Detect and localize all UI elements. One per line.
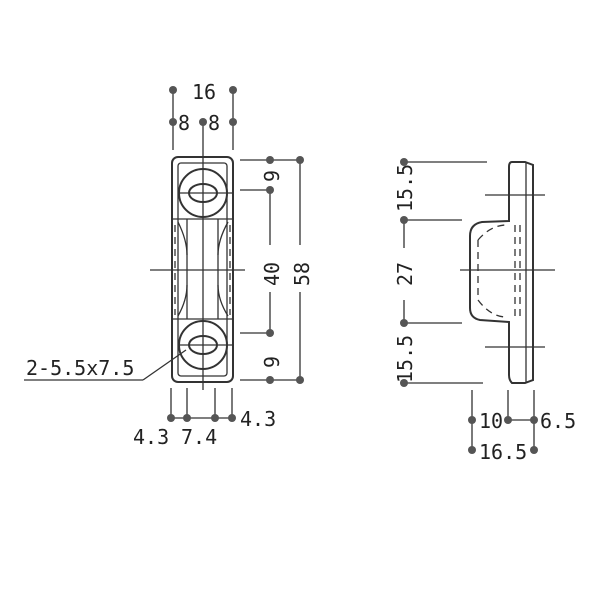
front-view [150, 150, 245, 390]
dim-plate-thickness: 6.5 [540, 409, 576, 433]
dim-side-bottom-offset: 15.5 [393, 335, 417, 383]
dim-bottom-left: 4.3 [133, 425, 169, 449]
dim-width-half-left: 8 [178, 111, 190, 135]
dim-hole-offset-top: 9 [260, 170, 284, 182]
front-dimensions: 16 8 8 9 40 58 9 2-5.5x7.5 4.3 7.4 4.3 [24, 80, 314, 449]
dim-length-total: 58 [290, 262, 314, 286]
dim-bottom-mid: 7.4 [181, 425, 217, 449]
dim-side-top-offset: 15.5 [393, 164, 417, 212]
side-dimensions: 15.5 27 15.5 10 6.5 16.5 [393, 158, 576, 464]
dim-boss-length: 27 [393, 262, 417, 286]
dim-bottom-right: 4.3 [240, 407, 276, 431]
side-view [460, 161, 555, 384]
dim-hole-pitch: 40 [260, 262, 284, 286]
dim-hole-offset-bottom: 9 [260, 356, 284, 368]
dim-total-height: 16.5 [479, 440, 527, 464]
dim-width-half-right: 8 [208, 111, 220, 135]
hole-callout: 2-5.5x7.5 [26, 356, 134, 380]
dim-width-total: 16 [192, 80, 216, 104]
dim-boss-height: 10 [479, 409, 503, 433]
